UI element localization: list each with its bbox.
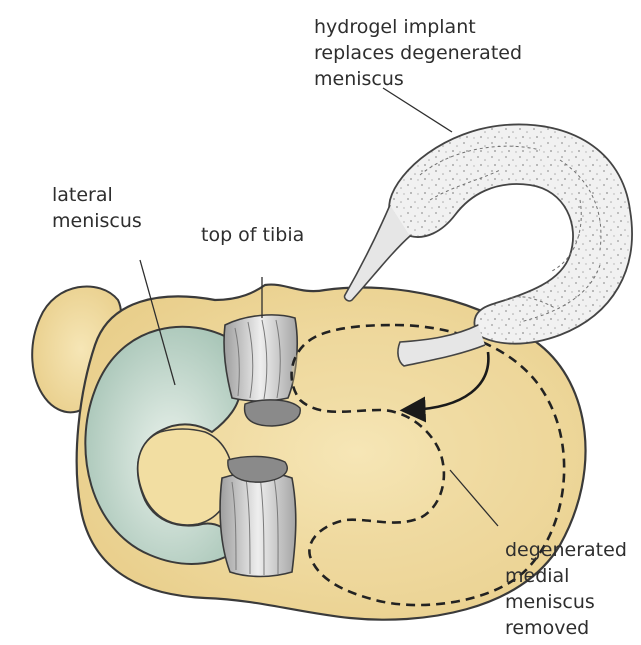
lateral-label-line-2: meniscus xyxy=(52,208,142,234)
horn-attachment-lower xyxy=(228,456,287,482)
implant-label: hydrogel implant replaces degenerated me… xyxy=(314,14,522,92)
implant-label-line-3: meniscus xyxy=(314,66,522,92)
implant-label-line-2: replaces degenerated xyxy=(314,40,522,66)
lateral-label-line-1: lateral xyxy=(52,182,142,208)
medial-label-line-2: medial xyxy=(505,563,627,589)
lateral-label: lateral meniscus xyxy=(52,182,142,234)
ligament-lower xyxy=(220,473,296,577)
tibia-label-line-1: top of tibia xyxy=(201,222,304,248)
implant-leader-line xyxy=(383,88,452,132)
ligament-upper xyxy=(224,315,297,401)
tibia-label: top of tibia xyxy=(201,222,304,248)
implant-label-line-1: hydrogel implant xyxy=(314,14,522,40)
medial-label-line-1: degenerated xyxy=(505,537,627,563)
medial-label: degenerated medial meniscus removed xyxy=(505,537,627,641)
medial-label-line-4: removed xyxy=(505,615,627,641)
horn-attachment-upper xyxy=(245,400,301,426)
medial-label-line-3: meniscus xyxy=(505,589,627,615)
